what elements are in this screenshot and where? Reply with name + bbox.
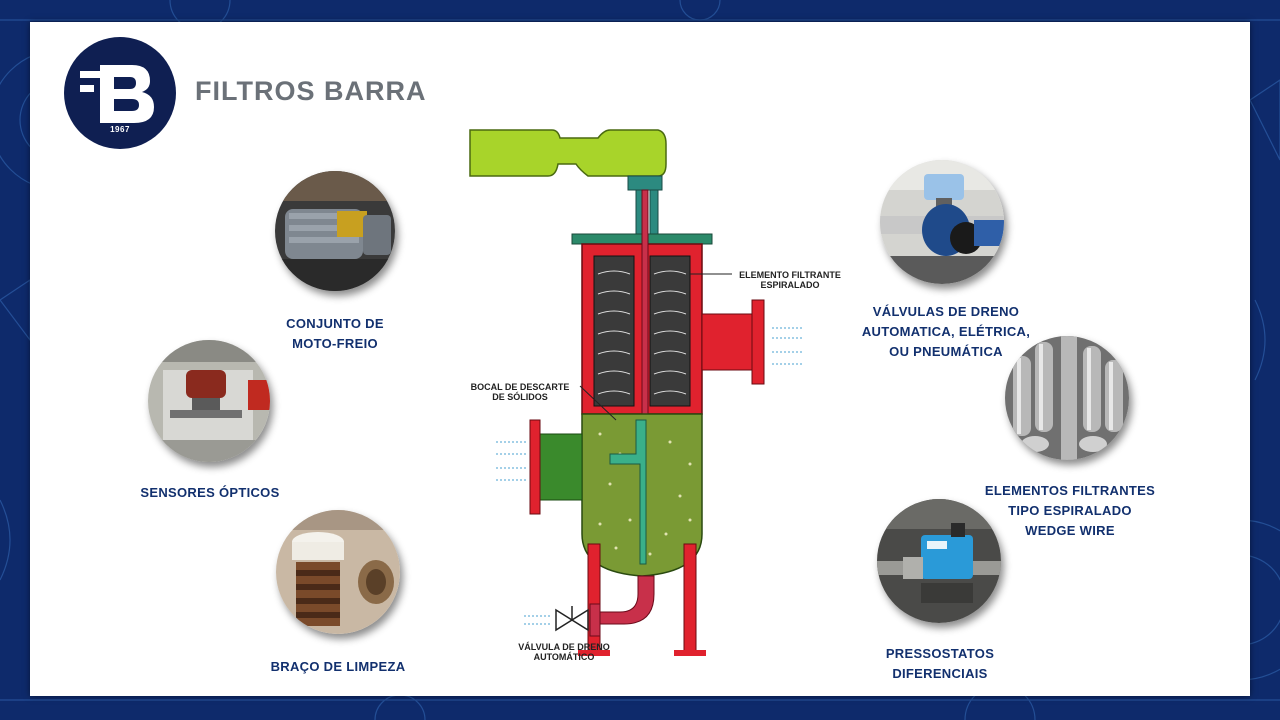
filter-diagram: ELEMENTO FILTRANTE ESPIRALADO BOCAL DE D… <box>440 124 841 664</box>
label-drain-valve-line2: AUTOMÁTICO <box>533 652 595 662</box>
shaft-housing <box>627 175 663 191</box>
cleaning-arm-photo <box>276 510 400 634</box>
drain-pipe <box>599 575 655 625</box>
drain-valve-photo <box>880 160 1004 284</box>
label-drain-valve: VÁLVULA DE DRENO AUTOMÁTICO <box>504 642 624 662</box>
filter-vessel-drawing <box>469 129 802 656</box>
valves-caption: VÁLVULAS DE DRENO AUTOMATICA, ELÉTRICA, … <box>840 302 1052 362</box>
motor-caption-line1: CONJUNTO DE <box>286 316 384 331</box>
outlet-nozzle <box>701 313 753 371</box>
wedge-wire-photo <box>1005 336 1129 460</box>
elements-caption-line1: ELEMENTOS FILTRANTES <box>984 483 1156 498</box>
drain-flow-arrows <box>524 615 552 625</box>
pressure-switch-photo <box>877 499 1001 623</box>
label-discharge-nozzle-line2: DE SÓLIDOS <box>492 392 548 402</box>
valves-caption-line3: OU PNEUMÁTICA <box>889 344 1003 359</box>
outlet-flow-arrows <box>772 327 802 365</box>
elements-caption-line2: TIPO ESPIRALADO <box>1008 503 1132 518</box>
pressure-caption: PRESSOSTATOS DIFERENCIAIS <box>840 644 1040 684</box>
label-discharge-nozzle: BOCAL DE DESCARTE DE SÓLIDOS <box>460 382 580 402</box>
motor-caption: CONJUNTO DE MOTO-FREIO <box>245 314 425 354</box>
motor-caption-line2: MOTO-FREIO <box>292 336 378 351</box>
inlet-flow-arrows <box>496 441 526 481</box>
pressure-caption-line1: PRESSOSTATOS <box>885 646 995 661</box>
motor-shape <box>469 129 667 177</box>
arm-caption-line1: BRAÇO DE LIMPEZA <box>270 659 406 674</box>
sensors-caption: SENSORES ÓPTICOS <box>110 483 310 503</box>
label-filter-element: ELEMENTO FILTRANTE ESPIRALADO <box>730 270 850 290</box>
inlet-nozzle <box>539 433 583 501</box>
discharge-nozzle <box>609 419 647 565</box>
brand-name: FILTROS BARRA <box>195 76 427 106</box>
label-discharge-nozzle-line1: BOCAL DE DESCARTE <box>470 382 570 392</box>
logo-year: 1967 <box>110 125 130 134</box>
elements-caption-line3: WEDGE WIRE <box>1025 523 1115 538</box>
arm-caption: BRAÇO DE LIMPEZA <box>238 657 438 677</box>
pressure-caption-line2: DIFERENCIAIS <box>892 666 988 681</box>
valves-caption-line1: VÁLVULAS DE DRENO <box>872 304 1020 319</box>
label-filter-element-line2: ESPIRALADO <box>760 280 820 290</box>
support-leg-right <box>683 543 697 653</box>
sensors-caption-line1: SENSORES ÓPTICOS <box>140 485 280 500</box>
label-filter-element-line1: ELEMENTO FILTRANTE <box>739 270 841 280</box>
optical-sensor-photo <box>148 340 270 462</box>
fb-logo-icon <box>80 65 154 123</box>
logo: 1967 <box>64 37 176 149</box>
motor-brake-photo <box>275 171 395 291</box>
valves-caption-line2: AUTOMATICA, ELÉTRICA, <box>861 324 1031 339</box>
label-drain-valve-line1: VÁLVULA DE DRENO <box>518 642 610 652</box>
elements-caption: ELEMENTOS FILTRANTES TIPO ESPIRALADO WED… <box>960 481 1180 541</box>
content-panel: 1967 FILTROS BARRA CONJUNTO DE MOTO-FREI… <box>30 22 1250 696</box>
